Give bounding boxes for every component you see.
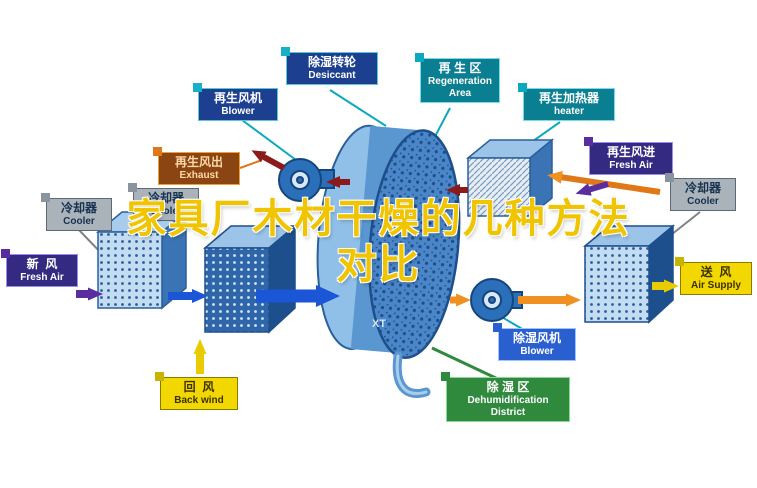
label-pin bbox=[415, 53, 424, 62]
label-pin bbox=[1, 249, 10, 258]
label-air-supply-en: Air Supply bbox=[690, 280, 741, 291]
heater-unit bbox=[465, 138, 555, 218]
connector-exhaust bbox=[239, 159, 263, 169]
dehumid-fan bbox=[470, 278, 523, 322]
label-pin bbox=[193, 83, 202, 92]
label-dehumid-blower: 除湿风机 Blower bbox=[493, 323, 576, 361]
label-cooler-left-inner-zh: 冷却器 bbox=[147, 191, 184, 205]
rotor-wheel-face bbox=[367, 129, 461, 359]
label-cooler-left-inner-en: Cooler bbox=[150, 206, 182, 217]
label-cooler-left-outer: 冷却器 Cooler bbox=[41, 193, 112, 231]
label-exhaust: 再生风出 Exhaust bbox=[153, 147, 240, 185]
label-dehumid-blower-zh: 除湿风机 bbox=[512, 331, 561, 345]
label-regen-fresh-air-en: Fresh Air bbox=[609, 160, 653, 171]
label-dehumid-district: 除 湿 区 Dehumidification District bbox=[441, 372, 570, 422]
label-fresh-air: 新 风 Fresh Air bbox=[1, 249, 78, 287]
label-dehumid-district-zh: 除 湿 区 bbox=[486, 380, 530, 394]
arrow-regen-fresh-air bbox=[575, 181, 609, 196]
dehumid-fan-axle bbox=[488, 296, 496, 304]
label-cooler-left-outer-en: Cooler bbox=[63, 216, 95, 227]
label-dehumid-district-en: Dehumidification District bbox=[467, 395, 549, 418]
label-cooler-right-en: Cooler bbox=[687, 196, 719, 207]
label-regen-blower-zh: 再生风机 bbox=[213, 91, 262, 105]
label-back-wind-zh: 回 风 bbox=[183, 380, 215, 394]
regen-fan-axle bbox=[296, 176, 304, 184]
label-regen-heater: 再生加热器 heater bbox=[518, 83, 615, 121]
label-desiccant: 除湿转轮 Desiccant bbox=[281, 47, 378, 85]
regen-fan bbox=[278, 158, 335, 202]
label-regen-area-zh: 再 生 区 bbox=[438, 61, 482, 75]
label-pin bbox=[584, 137, 593, 146]
label-cooler-left-inner: 冷却器 Cooler bbox=[128, 183, 199, 221]
label-pin bbox=[41, 193, 50, 202]
label-regen-fresh-air: 再生风进 Fresh Air bbox=[584, 137, 673, 175]
rotor-wheel-tail-highlight bbox=[395, 354, 428, 395]
label-desiccant-en: Desiccant bbox=[308, 70, 356, 81]
label-cooler-right-zh: 冷却器 bbox=[684, 181, 721, 195]
arrow-cooler-to-heater bbox=[547, 170, 661, 195]
ahu-right bbox=[582, 224, 676, 324]
airflow-arrows bbox=[76, 150, 679, 374]
label-exhaust-zh: 再生风出 bbox=[174, 155, 223, 169]
label-pin bbox=[153, 147, 162, 156]
ahu-right-coil bbox=[584, 245, 650, 323]
label-pin bbox=[518, 83, 527, 92]
label-cooler-left-outer-zh: 冷却器 bbox=[60, 201, 97, 215]
label-regen-blower: 再生风机 Blower bbox=[193, 83, 278, 121]
rotor-wheel bbox=[316, 124, 461, 359]
arrow-fan-to-exhaust bbox=[251, 150, 286, 171]
heater-unit-face bbox=[467, 157, 531, 217]
label-pin bbox=[155, 372, 164, 381]
label-pin bbox=[128, 183, 137, 192]
connector-regen-blower bbox=[241, 119, 297, 161]
label-back-wind: 回 风 Back wind bbox=[155, 372, 238, 410]
label-pin bbox=[665, 173, 674, 182]
label-air-supply: 送 风 Air Supply bbox=[675, 257, 752, 295]
label-regen-area-en: Regeneration Area bbox=[428, 76, 492, 99]
connector-dehumid-district bbox=[431, 346, 501, 382]
label-regen-fresh-air-zh: 再生风进 bbox=[606, 145, 655, 159]
label-pin bbox=[675, 257, 684, 266]
label-exhaust-en: Exhaust bbox=[179, 170, 219, 181]
label-regen-area: 再 生 区 Regeneration Area bbox=[415, 53, 500, 103]
label-pin bbox=[281, 47, 290, 56]
label-regen-heater-en: heater bbox=[553, 106, 584, 117]
label-back-wind-en: Back wind bbox=[174, 395, 224, 406]
connector-desiccant bbox=[329, 89, 387, 127]
label-cooler-right: 冷却器 Cooler bbox=[665, 173, 736, 211]
label-dehumid-blower-en: Blower bbox=[520, 346, 554, 357]
label-regen-heater-zh: 再生加热器 bbox=[538, 91, 599, 105]
ahu-left-2 bbox=[202, 224, 298, 334]
label-fresh-air-zh: 新 风 bbox=[26, 257, 58, 271]
label-pin bbox=[493, 323, 502, 332]
ahu-left-1-coil bbox=[97, 231, 163, 309]
label-pin bbox=[441, 372, 450, 381]
label-air-supply-zh: 送 风 bbox=[700, 265, 732, 279]
label-fresh-air-en: Fresh Air bbox=[20, 272, 64, 283]
label-desiccant-zh: 除湿转轮 bbox=[307, 55, 356, 69]
label-regen-blower-en: Blower bbox=[221, 106, 255, 117]
